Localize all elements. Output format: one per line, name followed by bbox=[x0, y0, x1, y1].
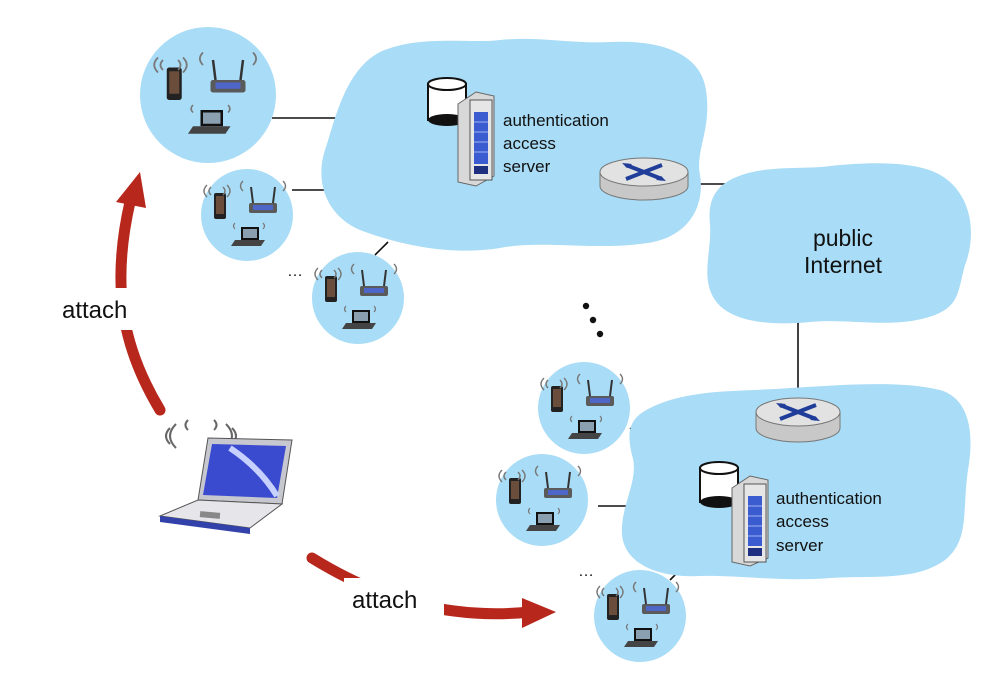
access-cell bbox=[538, 362, 630, 454]
attach-label-left: attach bbox=[62, 297, 127, 324]
access-cell bbox=[496, 454, 588, 546]
svg-text:public: public bbox=[813, 225, 873, 251]
access-cell bbox=[140, 27, 276, 163]
access-cell bbox=[594, 570, 686, 662]
attach-arrowhead-bottom bbox=[522, 598, 556, 628]
router-icon bbox=[755, 397, 841, 443]
internet-label: public Internet bbox=[804, 225, 883, 278]
cloud-public-internet bbox=[707, 163, 971, 324]
server-rack-icon bbox=[731, 475, 769, 567]
attach-arrowhead-left bbox=[116, 172, 146, 208]
server-rack-icon bbox=[457, 91, 495, 187]
cloud-network-bottom bbox=[621, 384, 971, 580]
svg-text:authentication: authentication bbox=[503, 111, 609, 130]
ellipsis-marker: … bbox=[287, 263, 303, 280]
svg-text:server: server bbox=[503, 157, 551, 176]
access-cell bbox=[201, 169, 293, 261]
svg-text:server: server bbox=[776, 536, 824, 555]
ellipsis-vertical bbox=[582, 302, 604, 338]
laptop-icon bbox=[158, 419, 293, 534]
access-cell bbox=[312, 252, 404, 344]
cloud-network-top bbox=[321, 38, 708, 251]
router-icon bbox=[599, 157, 689, 201]
svg-text:authentication: authentication bbox=[776, 489, 882, 508]
attach-label-bottom: attach bbox=[352, 587, 417, 614]
ellipsis-marker: … bbox=[578, 563, 594, 580]
svg-text:access: access bbox=[503, 134, 556, 153]
svg-text:Internet: Internet bbox=[804, 252, 883, 278]
server-label-bottom: authentication access server bbox=[776, 489, 882, 555]
svg-text:access: access bbox=[776, 512, 829, 531]
server-label-top: authentication access server bbox=[503, 111, 609, 176]
